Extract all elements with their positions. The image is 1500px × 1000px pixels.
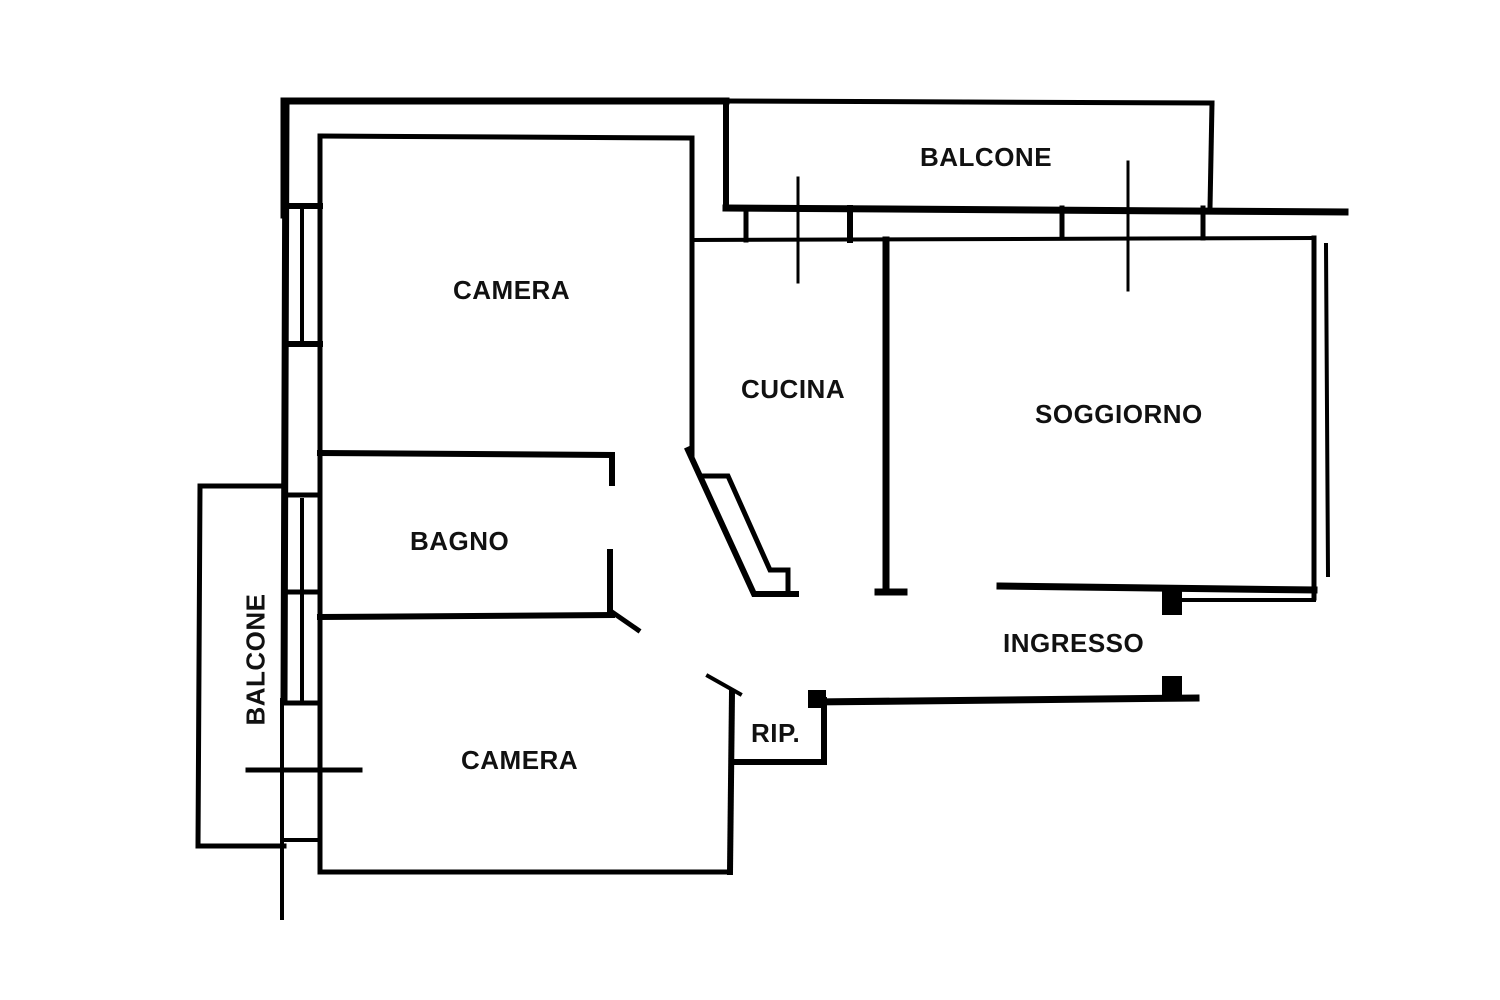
soggiorno-bottom-wall [996, 582, 1318, 594]
exterior-walls [280, 97, 1215, 920]
camera-bottom-walls [317, 673, 1200, 876]
outer-wall-top-left [280, 97, 730, 219]
room-label-camera-top: CAMERA [453, 275, 571, 305]
counter-outer [684, 446, 799, 597]
counter-inner [701, 473, 791, 597]
soggiorno-walls [996, 235, 1331, 615]
door-jamb [1162, 585, 1182, 615]
door-stub [705, 673, 743, 697]
camera-right-wall [726, 688, 736, 876]
camera-top-walls [317, 133, 695, 458]
room-label-cucina: CUCINA [741, 374, 846, 404]
room-label-balcone-left: BALCONE [240, 593, 271, 726]
balcony-left-structure [195, 483, 363, 849]
room-label-soggiorno: SOGGIORNO [1035, 399, 1203, 429]
room-label-bagno: BAGNO [410, 526, 510, 556]
rip-jamb [808, 690, 826, 708]
bagno-top-wall [316, 449, 615, 486]
balcony-right-rail [1207, 100, 1215, 211]
outer-wall-left [280, 97, 290, 704]
ingresso-jamb [1162, 676, 1182, 698]
rip-walls [729, 697, 827, 765]
room-label-ingresso: INGRESSO [1003, 628, 1145, 658]
bagno-bottom-wall [316, 611, 616, 621]
room-label-camera-bottom: CAMERA [461, 745, 579, 775]
room-label-balcone-top: BALCONE [920, 142, 1053, 172]
balcony-top-structure [689, 160, 1349, 292]
balcony-left-outline [195, 483, 287, 849]
balcony-top-rail [723, 98, 1215, 106]
kitchen-living-divider [874, 236, 908, 596]
kitchen-living-top-wall [689, 235, 1317, 243]
ingresso-bottom-wall [808, 694, 1200, 706]
room-label-ripostiglio: RIP. [751, 718, 801, 748]
balcony-wall [722, 204, 1349, 216]
soggiorno-window [1323, 242, 1331, 578]
bagno-door-stub [608, 608, 642, 634]
kitchen-counter [684, 446, 799, 597]
bagno-walls [316, 449, 642, 634]
